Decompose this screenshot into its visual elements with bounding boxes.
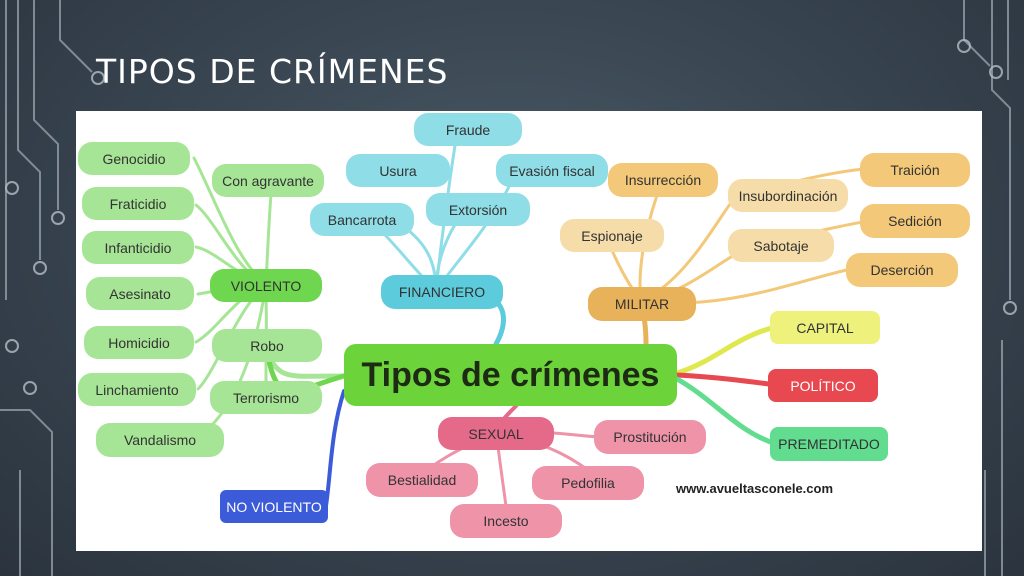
desercion-node: Deserción [846, 253, 958, 287]
violento-node: VIOLENTO [210, 269, 322, 302]
insurreccion-node: Insurrección [608, 163, 718, 197]
capital-node: CAPITAL [770, 311, 880, 344]
financiero-node: FINANCIERO [381, 275, 503, 309]
sexual-node: SEXUAL [438, 417, 554, 450]
insubordinacion-node: Insubordinación [728, 179, 848, 212]
evasion-fiscal-node: Evasión fiscal [496, 154, 608, 187]
slide-title: TIPOS DE CRÍMENES [96, 52, 449, 91]
terrorismo-node: Terrorismo [210, 381, 322, 414]
homicidio-node: Homicidio [84, 326, 194, 359]
con-agravante-node: Con agravante [212, 164, 324, 197]
espionaje-node: Espionaje [560, 219, 664, 252]
bancarrota-node: Bancarrota [310, 203, 414, 236]
incesto-node: Incesto [450, 504, 562, 538]
fraude-node: Fraude [414, 113, 522, 146]
pedofilia-node: Pedofilia [532, 466, 644, 500]
linchamiento-node: Linchamiento [78, 373, 196, 406]
genocidio-node: Genocidio [78, 142, 190, 175]
traicion-node: Traición [860, 153, 970, 187]
vandalismo-node: Vandalismo [96, 423, 224, 457]
no-violento-node: NO VIOLENTO [220, 490, 328, 523]
extorsion-node: Extorsión [426, 193, 530, 226]
robo-node: Robo [212, 329, 322, 362]
sabotaje-node: Sabotaje [728, 229, 834, 262]
militar-node: MILITAR [588, 287, 696, 321]
source-url: www.avueltasconele.com [676, 481, 834, 496]
infanticidio-node: Infanticidio [82, 231, 194, 264]
sedicion-node: Sedición [860, 204, 970, 238]
politico-node: POLÍTICO [768, 369, 878, 402]
bestialidad-node: Bestialidad [366, 463, 478, 497]
prostitucion-node: Prostitución [594, 420, 706, 454]
root-node: Tipos de crímenes [344, 344, 677, 406]
usura-node: Usura [346, 154, 450, 187]
premeditado-node: PREMEDITADO [770, 427, 888, 461]
fraticidio-node: Fraticidio [82, 187, 194, 220]
mindmap-panel: Tipos de crímenes VIOLENTO Genocidio Fra… [76, 111, 982, 551]
asesinato-node: Asesinato [86, 277, 194, 310]
